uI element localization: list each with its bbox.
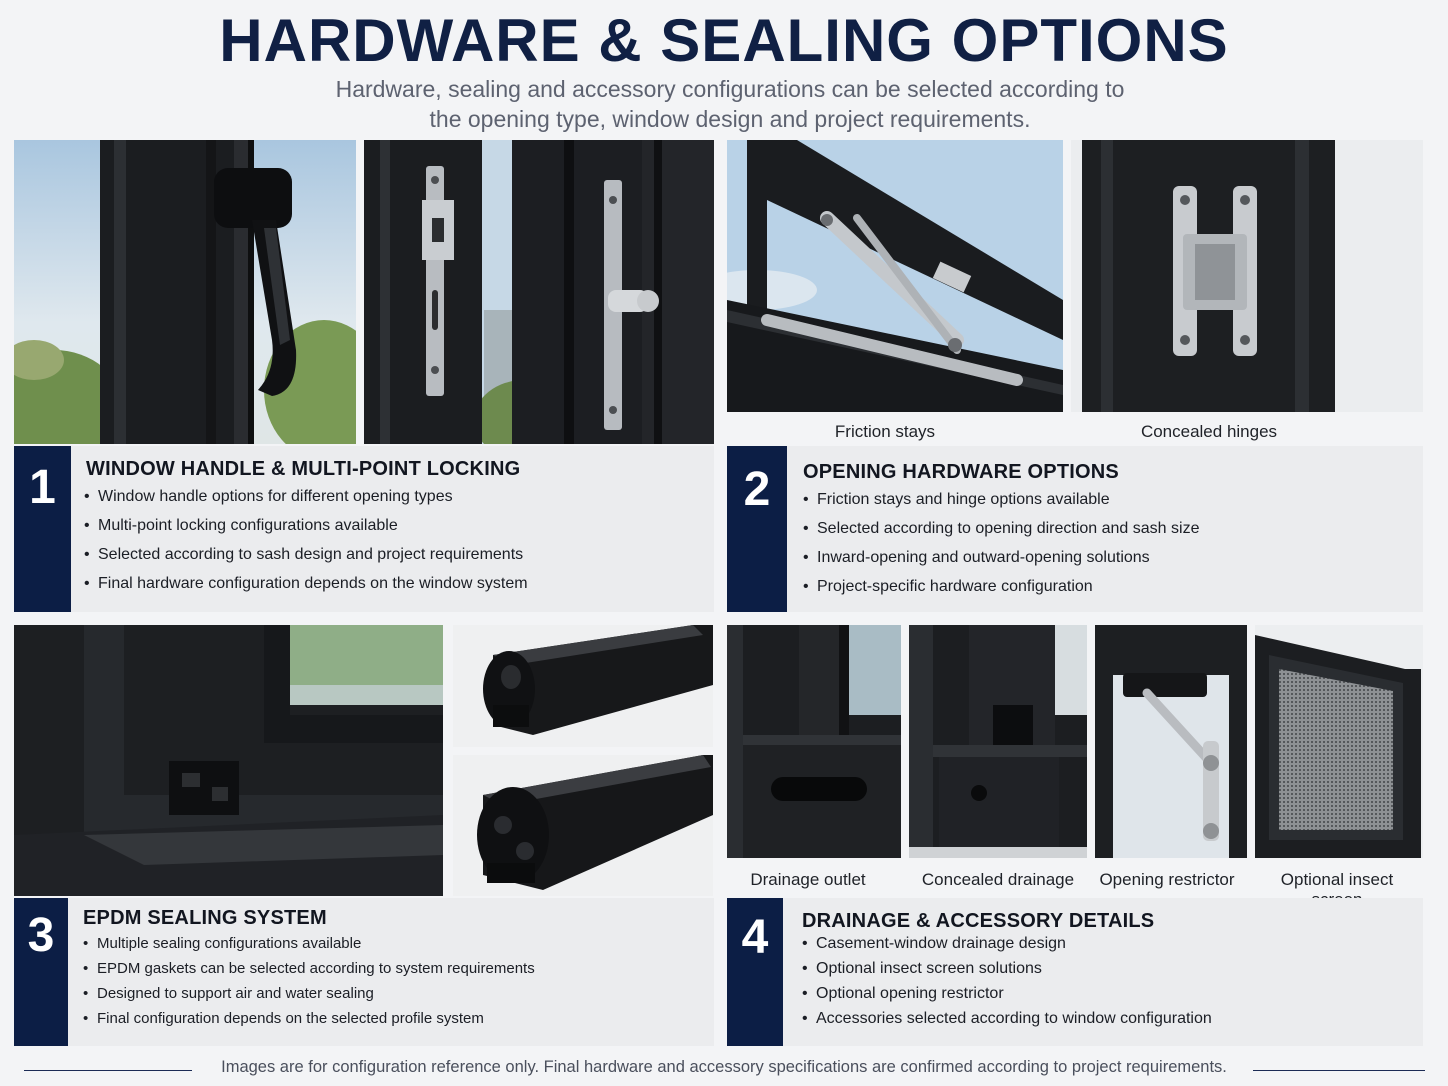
list-item: Selected according to sash design and pr… <box>84 546 528 575</box>
friction-stay-photo <box>727 140 1063 412</box>
list-item: Casement-window drainage design <box>802 935 1212 960</box>
list-item: Inward-opening and outward-opening solut… <box>803 549 1199 578</box>
list-item: Multi-point locking configurations avail… <box>84 517 528 546</box>
list-item: Accessories selected according to window… <box>802 1010 1212 1035</box>
list-item: Selected according to opening direction … <box>803 520 1199 549</box>
subtitle-line-2: the opening type, window design and proj… <box>429 106 1031 132</box>
list-item: Multiple sealing configurations availabl… <box>83 935 535 960</box>
section-1-title: WINDOW HANDLE & MULTI-POINT LOCKING <box>86 458 521 480</box>
page-title: HARDWARE & SEALING OPTIONS <box>219 7 1229 74</box>
list-item: Designed to support air and water sealin… <box>83 985 535 1010</box>
list-item: Project-specific hardware configuration <box>803 578 1199 607</box>
section-2-title: OPENING HARDWARE OPTIONS <box>803 461 1119 483</box>
section-2-number: 2 <box>727 446 787 612</box>
concealed-hinge-photo <box>1071 140 1423 412</box>
section-3-panel: 3 EPDM SEALING SYSTEM Multiple sealing c… <box>14 898 714 1046</box>
section-3-number: 3 <box>14 898 68 1046</box>
window-handle-photo <box>14 140 356 444</box>
list-item: Final hardware configuration depends on … <box>84 575 528 604</box>
section-4-title: DRAINAGE & ACCESSORY DETAILS <box>802 910 1155 932</box>
frame-corner-gasket-photo <box>14 625 443 896</box>
caption-concealed-drainage: Concealed drainage <box>921 870 1075 889</box>
section-1-panel: 1 WINDOW HANDLE & MULTI-POINT LOCKING Wi… <box>14 446 714 612</box>
section-3-bullets: Multiple sealing configurations availabl… <box>83 935 535 1035</box>
list-item: Friction stays and hinge options availab… <box>803 491 1199 520</box>
subtitle-line-1: Hardware, sealing and accessory configur… <box>335 76 1125 102</box>
insect-screen-photo <box>1255 625 1423 858</box>
section-3-title: EPDM SEALING SYSTEM <box>83 907 327 929</box>
footer-note: Images are for configuration reference o… <box>221 1058 1227 1076</box>
footer-divider-right <box>1253 1070 1425 1071</box>
page-subtitle: Hardware, sealing and accessory configur… <box>300 74 1160 134</box>
list-item: Optional insect screen solutions <box>802 960 1212 985</box>
section-4-number: 4 <box>727 898 783 1046</box>
list-item: Optional opening restrictor <box>802 985 1212 1010</box>
list-item: Window handle options for different open… <box>84 488 528 517</box>
multi-point-lock-photo <box>364 140 714 444</box>
concealed-drainage-photo <box>909 625 1087 858</box>
list-item: Final configuration depends on the selec… <box>83 1010 535 1035</box>
section-4-panel: 4 DRAINAGE & ACCESSORY DETAILS Casement-… <box>727 898 1423 1046</box>
section-2-bullets: Friction stays and hinge options availab… <box>803 491 1199 607</box>
caption-concealed-hinges: Concealed hinges <box>1140 422 1278 441</box>
epdm-gasket-photo-1 <box>453 625 713 747</box>
caption-opening-restrictor: Opening restrictor <box>1099 870 1235 889</box>
drainage-outlet-photo <box>727 625 901 858</box>
footer-divider-left <box>24 1070 192 1071</box>
section-4-bullets: Casement-window drainage design Optional… <box>802 935 1212 1035</box>
opening-restrictor-photo <box>1095 625 1247 858</box>
caption-drainage-outlet: Drainage outlet <box>750 870 866 889</box>
caption-friction-stays: Friction stays <box>834 422 936 441</box>
epdm-gasket-photo-2 <box>453 755 713 896</box>
section-1-bullets: Window handle options for different open… <box>84 488 528 604</box>
section-1-number: 1 <box>14 446 71 612</box>
list-item: EPDM gaskets can be selected according t… <box>83 960 535 985</box>
section-2-panel: 2 OPENING HARDWARE OPTIONS Friction stay… <box>727 446 1423 612</box>
footer: Images are for configuration reference o… <box>0 1058 1448 1082</box>
